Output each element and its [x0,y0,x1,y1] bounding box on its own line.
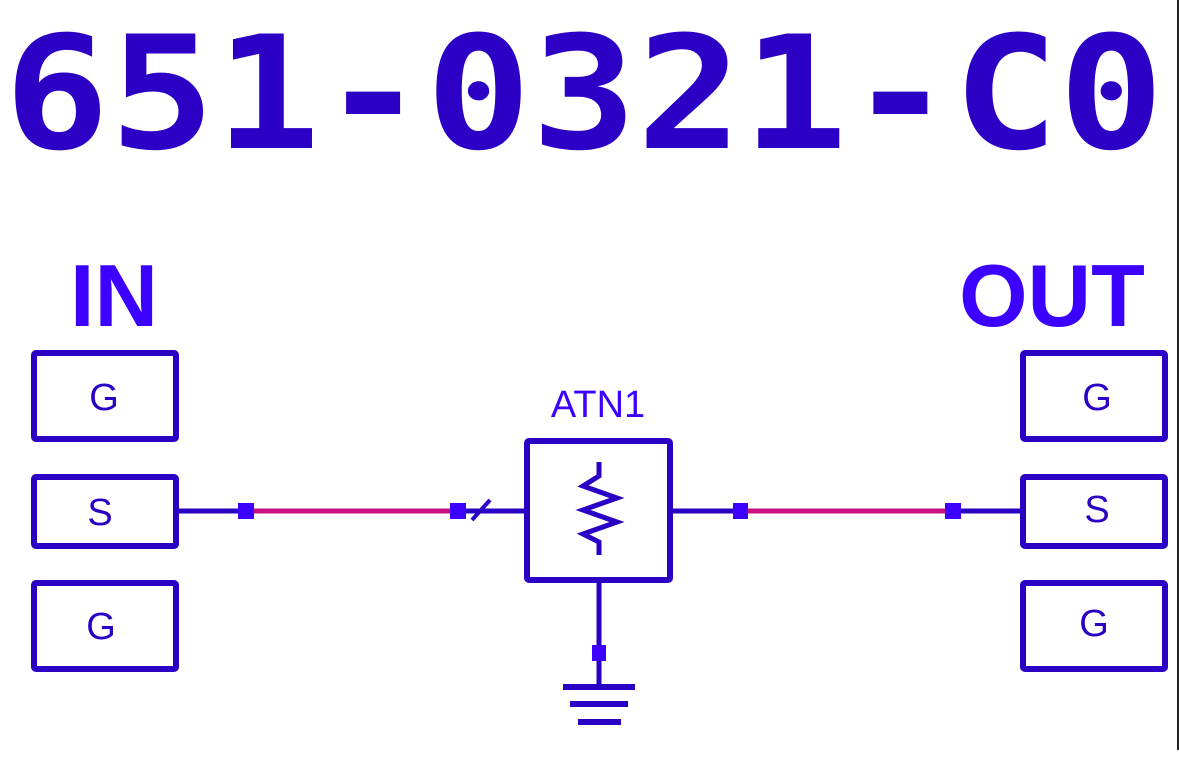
node-out-1[interactable] [733,503,748,519]
in-pin-s[interactable]: S [31,474,179,549]
out-pin-g-bottom[interactable]: G [1020,580,1168,672]
out-pin-g-top[interactable]: G [1020,350,1168,442]
in-pin-g-bottom[interactable]: G [31,580,179,672]
node-in-2[interactable] [450,503,466,519]
out-pin-s[interactable]: S [1020,474,1168,549]
attenuator-component[interactable] [524,438,673,583]
node-in-1[interactable] [238,503,254,519]
out-port-label: OUT [959,246,1145,345]
ground-icon [563,684,635,725]
node-out-2[interactable] [945,503,961,519]
in-pin-g-bottom-label: G [86,606,116,648]
bus-slash-marker [470,498,492,522]
in-pin-g-top[interactable]: G [31,350,179,442]
resistor-icon [575,462,625,555]
component-ref-label: ATN1 [551,384,645,426]
out-pin-s-label: S [1084,489,1109,531]
node-ground[interactable] [592,645,606,661]
out-pin-g-top-label: G [1082,377,1112,419]
in-port-label: IN [70,246,158,345]
in-pin-g-top-label: G [89,377,119,419]
in-pin-s-label: S [87,492,112,534]
out-pin-g-bottom-label: G [1079,603,1109,645]
part-number-title: 651-0321-C0 [4,3,1164,186]
